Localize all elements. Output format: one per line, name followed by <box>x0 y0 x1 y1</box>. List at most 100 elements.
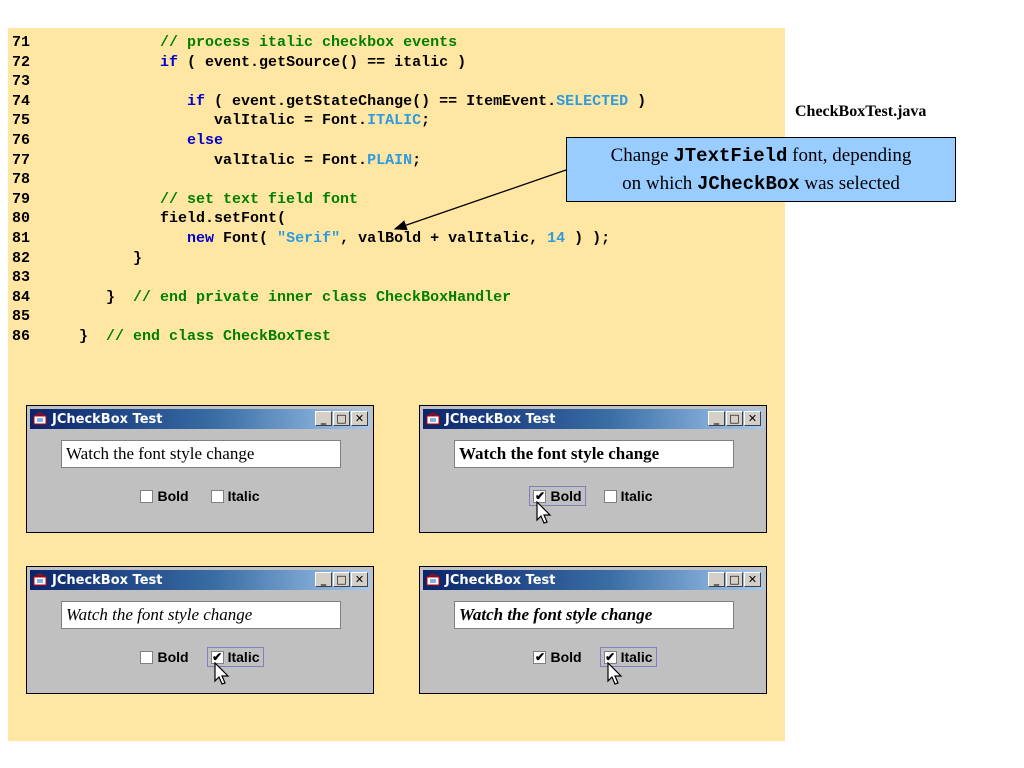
code-token: 14 <box>547 229 566 247</box>
code-line: 74 if ( event.getStateChange() == ItemEv… <box>12 92 646 112</box>
code-token: ITALIC <box>367 112 422 130</box>
italic-checkbox[interactable]: Italic <box>207 486 264 506</box>
line-number: 74 <box>12 92 31 110</box>
code-token: // set text field font <box>160 190 359 208</box>
text-field[interactable]: Watch the font style change <box>61 601 341 629</box>
code-token: } <box>52 327 107 345</box>
minimize-button[interactable]: _ <box>708 411 725 426</box>
java-cup-icon <box>425 571 443 589</box>
bold-checkbox[interactable]: ✔ Bold <box>529 647 585 667</box>
code-token: new <box>187 229 215 247</box>
checkbox-box[interactable]: ✔ <box>533 649 547 664</box>
code-line: 71 // process italic checkbox events <box>12 33 646 53</box>
maximize-button[interactable]: □ <box>726 411 743 426</box>
checkbox-box[interactable]: ✔ <box>533 488 547 503</box>
window-title: JCheckBox Test <box>52 572 163 588</box>
line-number: 85 <box>12 308 31 326</box>
bold-label: Bold <box>157 649 189 665</box>
maximize-button[interactable]: □ <box>333 411 350 426</box>
code-line: 80 field.setFont( <box>12 209 646 229</box>
minimize-button[interactable]: _ <box>315 572 332 587</box>
checkbox-box[interactable]: ✔ <box>603 649 617 664</box>
checkbox-box[interactable] <box>140 650 154 664</box>
jcheckbox-test-window: JCheckBox Test _ □ ✕ Watch the font styl… <box>419 405 767 533</box>
close-button[interactable]: ✕ <box>744 572 761 587</box>
checkbox-box[interactable] <box>140 489 154 503</box>
window-title: JCheckBox Test <box>445 572 556 588</box>
line-number: 80 <box>12 210 31 228</box>
jcheckbox-test-window: JCheckBox Test _ □ ✕ Watch the font styl… <box>26 405 374 533</box>
code-token: ; <box>412 151 422 169</box>
code-line: 83 <box>12 268 646 288</box>
bold-label: Bold <box>550 488 582 504</box>
close-button[interactable]: ✕ <box>744 411 761 426</box>
code-token: ( event.getSource() == italic ) <box>178 53 467 71</box>
title-bar[interactable]: JCheckBox Test _ □ ✕ <box>30 570 370 590</box>
line-number: 71 <box>12 34 31 51</box>
line-number: 77 <box>12 151 31 169</box>
line-number: 73 <box>12 73 31 91</box>
code-token: // end class CheckBoxTest <box>106 327 332 345</box>
minimize-button[interactable]: _ <box>315 411 332 426</box>
minimize-button[interactable]: _ <box>708 572 725 587</box>
code-token: ) <box>628 92 647 110</box>
line-number: 81 <box>12 229 31 247</box>
title-bar[interactable]: JCheckBox Test _ □ ✕ <box>423 570 763 590</box>
mouse-pointer-icon <box>606 661 623 689</box>
file-name-label: CheckBoxTest.java <box>795 103 927 120</box>
bold-checkbox[interactable]: Bold <box>136 647 192 667</box>
text-field[interactable]: Watch the font style change <box>454 601 734 629</box>
code-token: valItalic = Font. <box>52 151 368 169</box>
text-field[interactable]: Watch the font style change <box>454 440 734 468</box>
window-title: JCheckBox Test <box>52 411 163 427</box>
italic-checkbox[interactable]: ✔ Italic <box>206 647 264 685</box>
code-line: 81 new Font( "Serif", valBold + valItali… <box>12 229 646 249</box>
mouse-pointer-icon <box>536 500 552 528</box>
code-token: Font( <box>214 229 278 247</box>
code-line: 84 } // end private inner class CheckBox… <box>12 288 646 308</box>
text-field[interactable]: Watch the font style change <box>61 440 341 468</box>
italic-checkbox[interactable]: ✔ Italic <box>599 647 657 685</box>
close-button[interactable]: ✕ <box>351 411 368 426</box>
code-line: 82 } <box>12 249 646 269</box>
mouse-pointer-icon <box>213 661 230 689</box>
code-line: 73 <box>12 72 646 92</box>
code-token: ) ); <box>565 229 611 247</box>
line-number: 84 <box>12 288 31 306</box>
code-token: ( event.getStateChange() == ItemEvent. <box>205 92 557 110</box>
checkbox-box[interactable] <box>603 489 617 503</box>
line-number: 78 <box>12 171 31 189</box>
maximize-button[interactable]: □ <box>726 572 743 587</box>
line-number: 79 <box>12 190 31 208</box>
code-line: 86 } // end class CheckBoxTest <box>12 327 646 347</box>
code-token: SELECTED <box>556 92 629 110</box>
line-number: 72 <box>12 53 31 71</box>
close-button[interactable]: ✕ <box>351 572 368 587</box>
italic-label: Italic <box>227 649 260 665</box>
code-token: "Serif" <box>277 229 341 247</box>
code-token: field.setFont( <box>52 210 287 228</box>
line-number: 82 <box>12 249 31 267</box>
window-title: JCheckBox Test <box>445 411 556 427</box>
italic-checkbox[interactable]: Italic <box>600 486 657 506</box>
title-bar[interactable]: JCheckBox Test _ □ ✕ <box>30 409 370 429</box>
java-cup-icon <box>32 410 50 428</box>
code-token: , valBold + valItalic, <box>340 229 548 247</box>
bold-label: Bold <box>550 649 582 665</box>
bold-checkbox[interactable]: Bold <box>136 486 192 506</box>
checkbox-box[interactable]: ✔ <box>210 649 224 664</box>
bold-checkbox[interactable]: ✔ Bold <box>529 486 586 524</box>
java-cup-icon <box>32 571 50 589</box>
checkbox-box[interactable] <box>210 489 224 503</box>
title-bar[interactable]: JCheckBox Test _ □ ✕ <box>423 409 763 429</box>
code-line: 78 <box>12 170 646 190</box>
code-line: 79 // set text field font <box>12 190 646 210</box>
code-line: 72 if ( event.getSource() == italic ) <box>12 53 646 73</box>
code-token: if <box>187 92 206 110</box>
bold-label: Bold <box>157 488 189 504</box>
jcheckbox-test-window: JCheckBox Test _ □ ✕ Watch the font styl… <box>26 566 374 694</box>
maximize-button[interactable]: □ <box>333 572 350 587</box>
line-number: 76 <box>12 131 31 149</box>
